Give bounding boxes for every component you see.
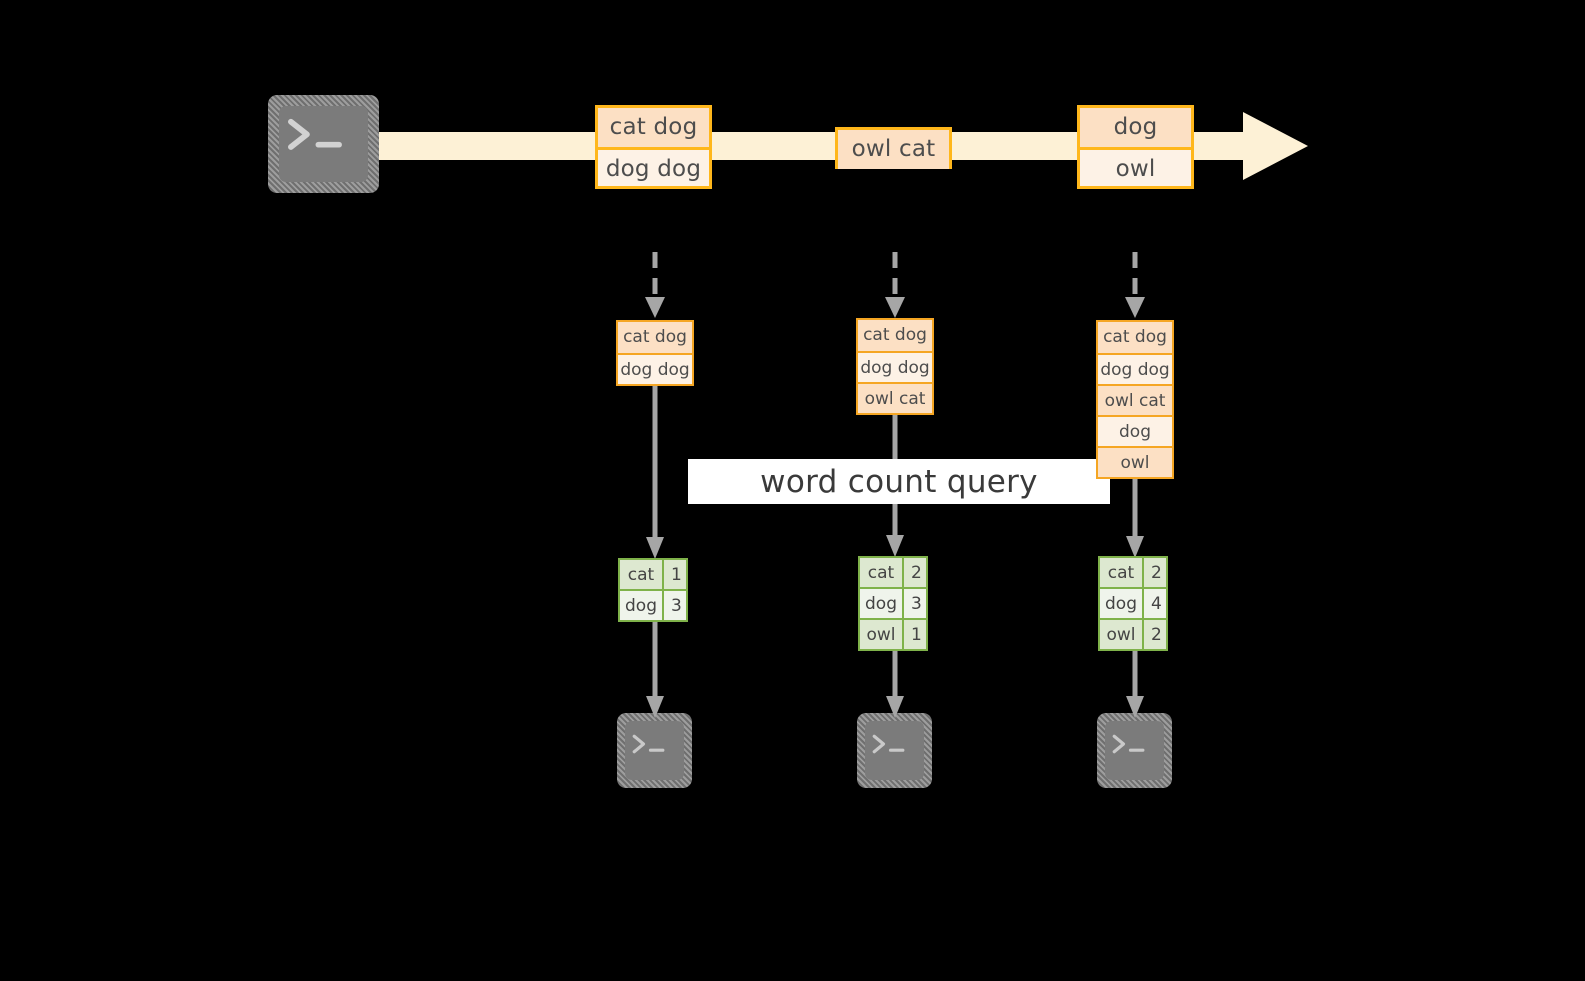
source-terminal-icon[interactable] xyxy=(268,95,379,193)
trigger-3-input-table[interactable]: cat dog dog dog owl cat dog owl xyxy=(1096,320,1174,479)
input-row: cat dog xyxy=(618,322,692,353)
result-word: dog xyxy=(619,589,664,621)
table-row: cat 1 xyxy=(619,559,687,590)
input-row: cat dog xyxy=(858,320,932,351)
input-row: dog dog xyxy=(618,353,692,384)
stream-event-3[interactable]: dog owl xyxy=(1077,105,1194,189)
table-row: cat 2 xyxy=(859,557,927,588)
table-row: dog 3 xyxy=(619,589,687,621)
table-row: owl 2 xyxy=(1099,618,1167,650)
result-count: 2 xyxy=(903,557,927,588)
result-word: dog xyxy=(1099,587,1144,619)
trigger-3-sink-terminal-icon[interactable] xyxy=(1097,713,1172,788)
trigger-2-sink-terminal-icon[interactable] xyxy=(857,713,932,788)
trigger-1-query-arrow-icon xyxy=(640,385,670,561)
query-label: word count query xyxy=(760,464,1038,500)
trigger-3-sink-arrow-icon xyxy=(1120,650,1150,720)
result-count: 3 xyxy=(903,587,927,619)
prompt-glyph-icon xyxy=(868,726,915,762)
trigger-2-dashed-arrow-icon xyxy=(880,252,910,320)
table-row: dog 3 xyxy=(859,587,927,619)
event-line: owl cat xyxy=(838,130,949,169)
result-word: owl xyxy=(1099,618,1144,650)
event-line: dog xyxy=(1080,108,1191,147)
prompt-glyph-icon xyxy=(628,726,675,762)
input-row: owl cat xyxy=(1098,384,1172,415)
result-count: 1 xyxy=(663,559,687,590)
prompt-glyph-icon xyxy=(1108,726,1155,762)
trigger-3-result-table[interactable]: cat 2 dog 4 owl 2 xyxy=(1098,556,1168,651)
trigger-3-query-arrow-icon xyxy=(1120,476,1150,560)
input-row: dog xyxy=(1098,415,1172,446)
trigger-1-sink-terminal-icon[interactable] xyxy=(617,713,692,788)
trigger-1-input-table[interactable]: cat dog dog dog xyxy=(616,320,694,386)
result-count: 2 xyxy=(1143,618,1167,650)
input-row: dog dog xyxy=(1098,353,1172,384)
trigger-2-sink-arrow-icon xyxy=(880,650,910,720)
result-count: 3 xyxy=(663,589,687,621)
result-count: 2 xyxy=(1143,557,1167,588)
trigger-1-result-table[interactable]: cat 1 dog 3 xyxy=(618,558,688,622)
result-count: 1 xyxy=(903,618,927,650)
result-count: 4 xyxy=(1143,587,1167,619)
trigger-2-result-table[interactable]: cat 2 dog 3 owl 1 xyxy=(858,556,928,651)
trigger-3-dashed-arrow-icon xyxy=(1120,252,1150,320)
stream-event-1[interactable]: cat dog dog dog xyxy=(595,105,712,189)
table-row: owl 1 xyxy=(859,618,927,650)
query-label-band: word count query xyxy=(688,459,1110,504)
result-word: cat xyxy=(1099,557,1144,588)
table-row: dog 4 xyxy=(1099,587,1167,619)
result-word: dog xyxy=(859,587,904,619)
event-line: cat dog xyxy=(598,108,709,147)
event-line: owl xyxy=(1080,147,1191,186)
trigger-2-input-table[interactable]: cat dog dog dog owl cat xyxy=(856,318,934,415)
table-row: cat 2 xyxy=(1099,557,1167,588)
stream-event-2[interactable]: owl cat xyxy=(835,127,952,169)
trigger-1-sink-arrow-icon xyxy=(640,620,670,720)
input-row: owl xyxy=(1098,446,1172,477)
event-line: dog dog xyxy=(598,147,709,186)
result-word: cat xyxy=(859,557,904,588)
input-row: dog dog xyxy=(858,351,932,382)
trigger-1-dashed-arrow-icon xyxy=(640,252,670,320)
result-word: owl xyxy=(859,618,904,650)
input-row: cat dog xyxy=(1098,322,1172,353)
input-row: owl cat xyxy=(858,382,932,413)
prompt-glyph-icon xyxy=(284,112,353,159)
result-word: cat xyxy=(619,559,664,590)
